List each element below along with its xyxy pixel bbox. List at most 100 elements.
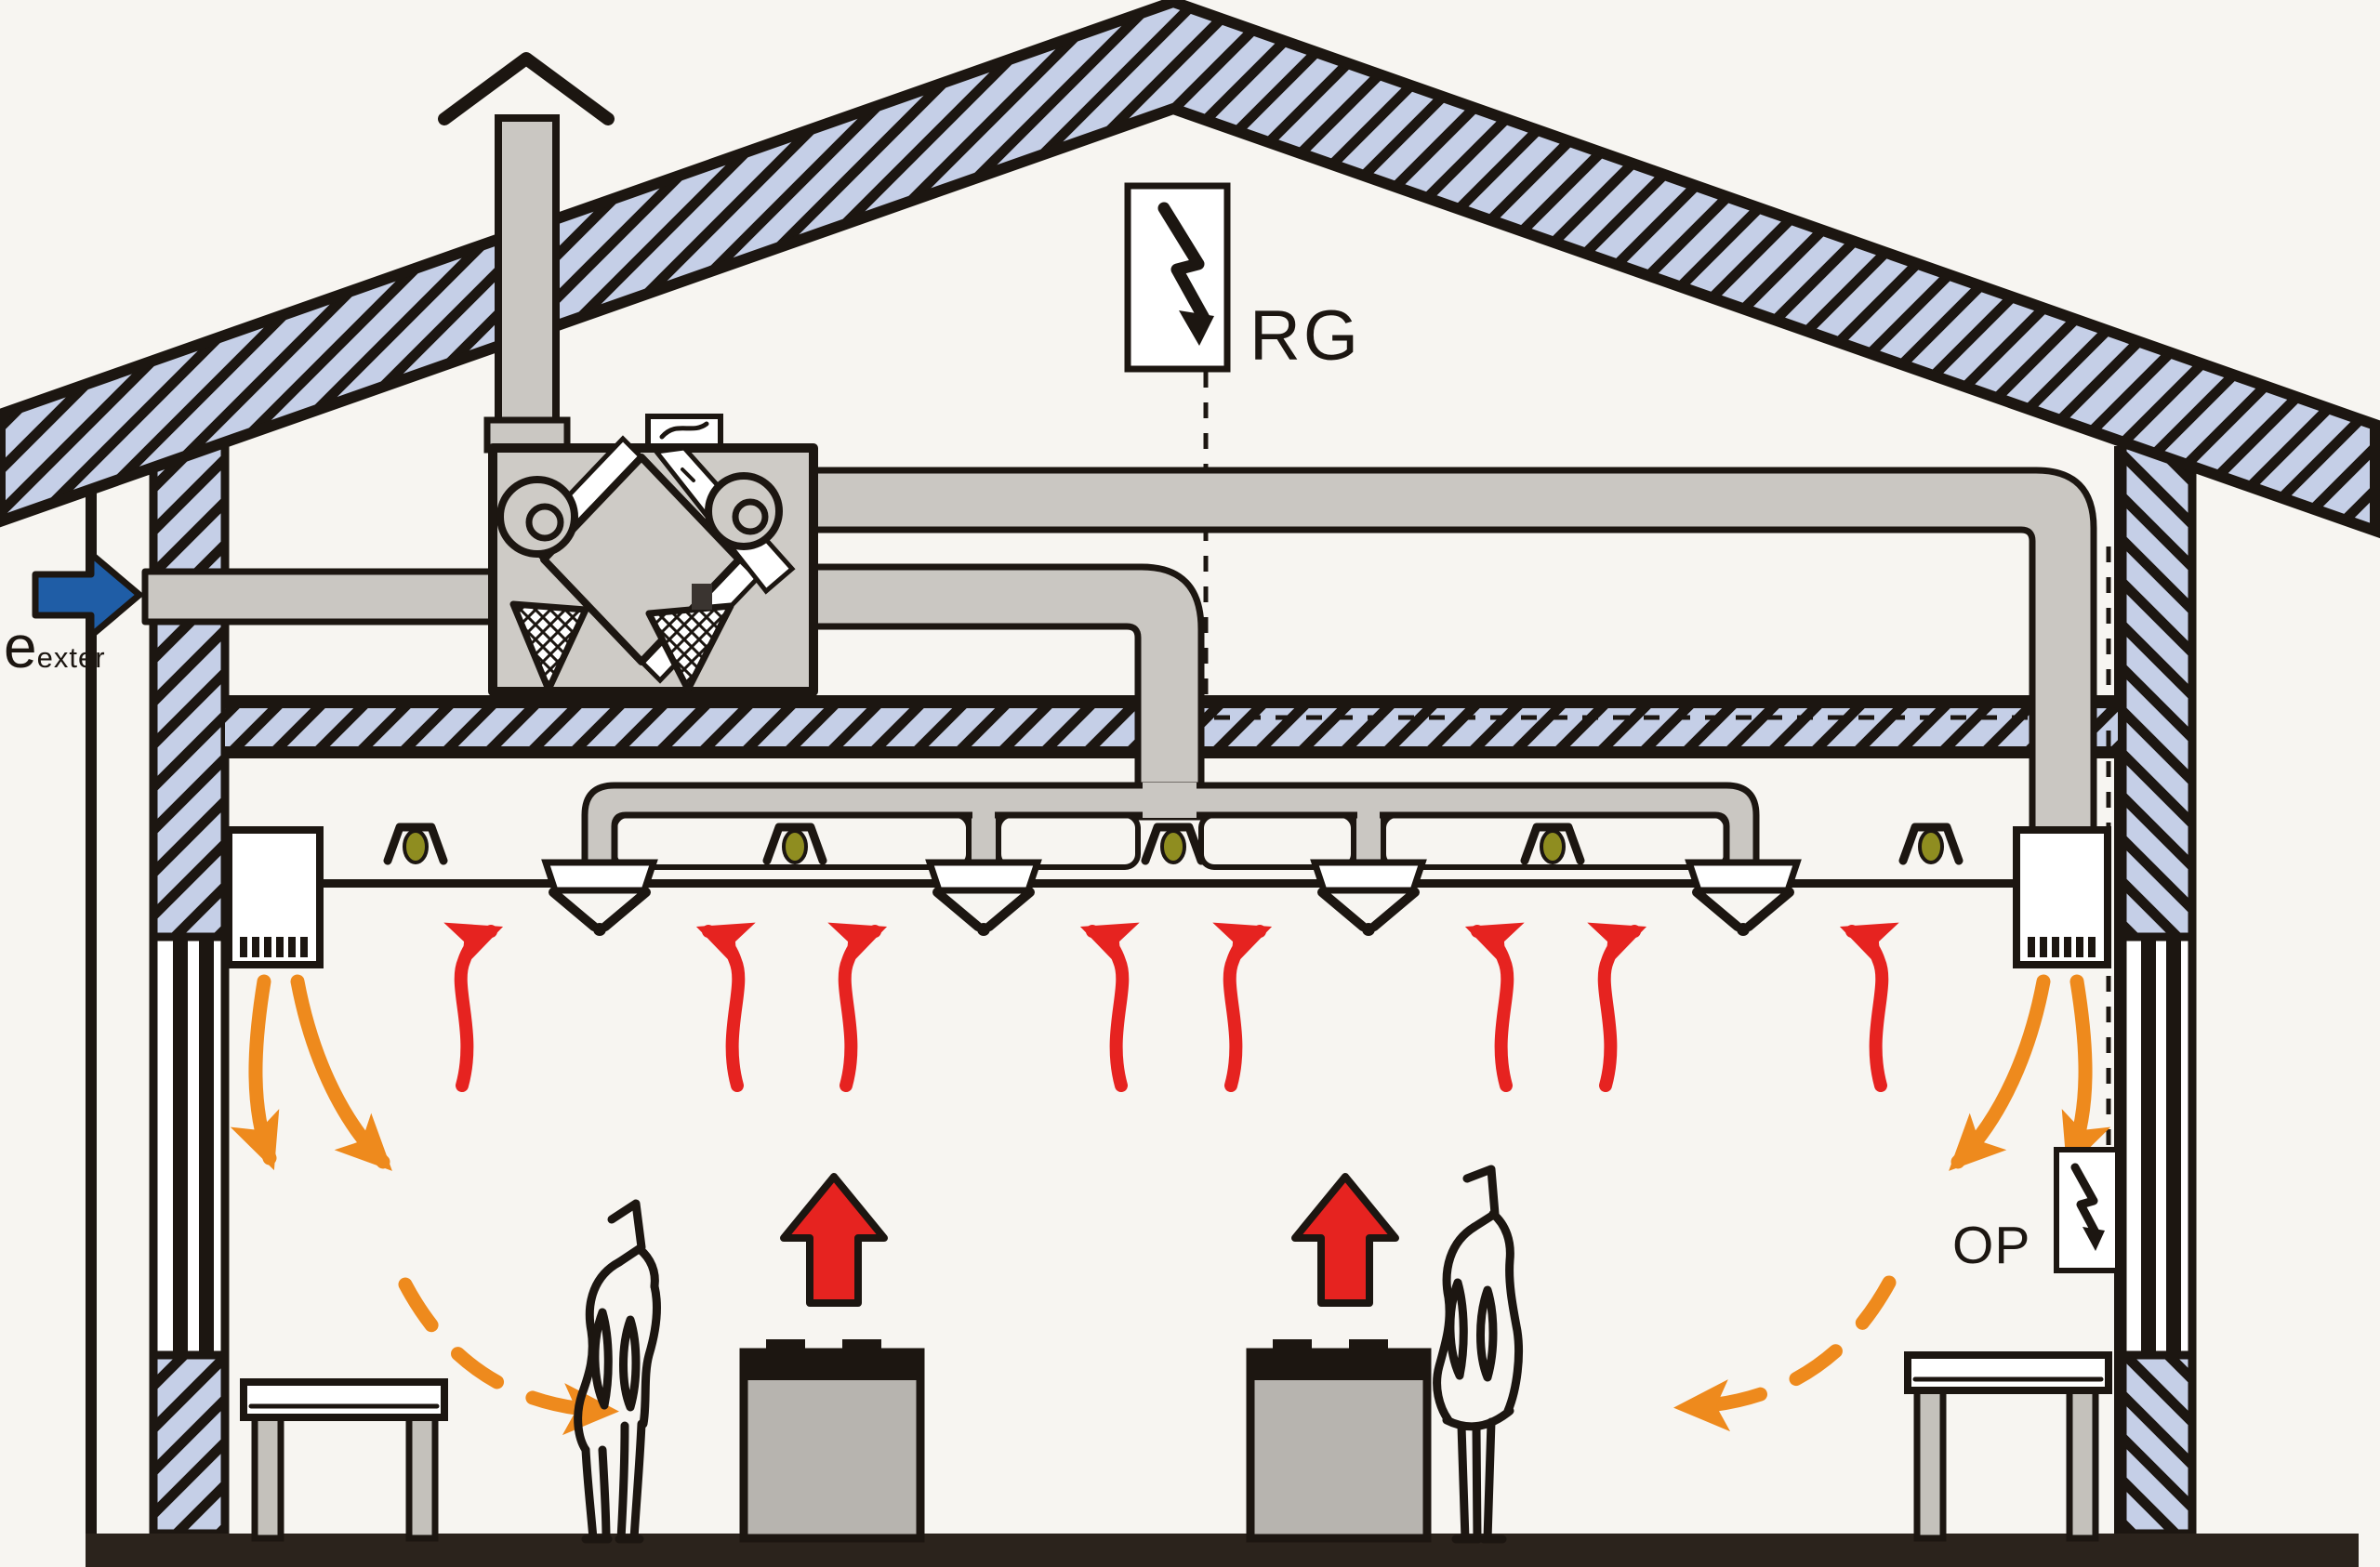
supply-duct-lower [810,563,1205,821]
suspended-ceiling [319,879,2020,888]
machine-top [1250,1352,1427,1380]
duct-junction [1143,783,1197,818]
lamp-icon [1898,823,1964,865]
machine-left [739,1339,925,1543]
outside-air-label: eexter [4,617,106,677]
right-wall-stripe [2141,941,2156,1351]
outside-air-symbol: e [4,613,37,680]
orange-dashed-arc-arrow-icon [398,1277,619,1436]
ceiling-lamps [383,823,1964,865]
right-supply-outlet [2013,826,2111,968]
right-wall-panel [2118,932,2197,1360]
red-curved-up-arrow-icon [827,922,888,1092]
red-block-up-arrow-icon [780,1173,888,1307]
fan-icon [705,472,783,550]
left-wall-hatch-upper [149,436,230,942]
chimney [495,114,560,428]
left-wall-stripe [173,941,188,1351]
machine-top [744,1352,920,1380]
branch-outline [1198,812,1356,870]
left-supply-outlet [225,826,324,968]
cone-diffuser-icon [541,859,658,936]
table-top [1904,1351,2112,1394]
red-curved-up-arrow-icon [1464,922,1525,1092]
rg-label: RG [1250,296,1361,375]
right-wall-stripe [2166,941,2181,1351]
fan-hub [732,498,769,535]
machine-right [1246,1339,1432,1543]
orange-dashed-arc-arrow-icon [1673,1275,1897,1432]
table-leg [1913,1385,1947,1542]
red-curved-up-arrow-icon [1587,922,1647,1092]
roof-outlet-box [645,414,723,449]
outlet-squiggle [659,421,709,440]
table-leg [405,1412,439,1542]
right-wall [2114,436,2197,1538]
red-curved-up-arrow-icon [443,922,504,1092]
outside-air-subscript: exter [36,641,106,674]
filter-wedge [645,602,734,693]
fan-icon [496,476,578,558]
electrical-lines [1203,372,2111,1148]
table-leg [2066,1385,2099,1542]
orange-curved-down-arrow-icon [2061,974,2111,1171]
red-curved-up-arrow-icon [1079,922,1140,1092]
op-label: OP [1952,1216,2031,1275]
table-left [240,1378,448,1542]
extract-air-arrows [443,922,1899,1092]
left-wall-stripe [199,941,214,1351]
fan-hub [525,503,564,542]
red-curved-up-arrow-icon [1839,922,1899,1092]
duct-junction [972,810,995,822]
lamp-icon [1520,823,1585,865]
roof [0,0,2380,539]
red-curved-up-arrow-icon [695,922,756,1092]
lamp-icon [383,823,448,865]
red-curved-up-arrow-icon [1212,922,1273,1092]
chevron-up-icon [438,52,615,125]
right-wall-hatch-upper [2118,436,2197,942]
table-right [1904,1351,2112,1542]
outlet-grille [240,937,308,957]
lightning-bolt-down-icon [1157,202,1214,346]
heat-recovery-unit [488,414,818,696]
cone-diffuser-icon [925,859,1042,936]
table-top [240,1378,448,1421]
floor [86,1534,2359,1567]
branch-outline [996,812,1141,870]
cone-diffuser-icon [1310,859,1427,936]
right-wall-hatch-lower [2118,1350,2197,1538]
person-left [574,1199,661,1544]
person-right [1433,1165,1523,1544]
rg-electrical-box [1124,182,1231,373]
orange-curved-down-arrow-icon [230,974,280,1171]
lamp-icon [1141,823,1206,865]
lightning-bolt-down-icon [2070,1163,2105,1251]
ceiling-diffusers [541,859,1802,936]
left-wall [86,436,230,1538]
branch-duct-outlines [612,812,1729,870]
orange-curved-down-arrow-icon [1949,974,2051,1171]
supply-air-arrows [230,974,2111,1436]
left-wall-outer-line [86,485,97,1535]
op-box [2054,1147,2121,1273]
lamp-icon [762,823,827,865]
outside-air-duct [141,568,502,625]
filter-wedge [509,600,589,693]
duct-junction [1357,810,1380,822]
op-panel-box [2054,1147,2121,1273]
orange-curved-down-arrow-icon [290,974,392,1171]
cone-diffuser-icon [1685,859,1802,936]
duct-network [141,467,2097,877]
branch-outline [612,812,972,870]
left-wall-hatch-lower [149,1350,230,1538]
machine-body [739,1348,925,1543]
branch-outline [1381,812,1729,870]
table-leg [251,1412,284,1542]
supply-duct-upper [810,467,2097,836]
outlet-grille [2028,937,2096,957]
blue-right-arrow-icon [32,550,143,639]
damper [692,584,712,610]
red-block-up-arrow-icon [1291,1173,1399,1307]
left-wall-panel [149,932,230,1360]
